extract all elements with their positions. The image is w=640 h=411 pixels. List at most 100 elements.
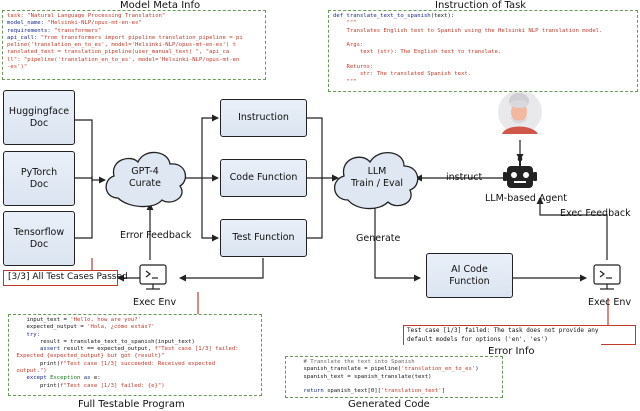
code-token: """ [333, 78, 357, 85]
code-token: "Helsinki-NLP/opus-mt-en-es" [47, 20, 142, 27]
code-token [290, 388, 303, 394]
code-line: api_call: "from transformers import pipe… [7, 35, 261, 42]
code-token: # Translate the text into Spanish [290, 359, 415, 365]
code-token: result == expected_output, [63, 346, 155, 353]
code-token: translate_text_to_spanish [346, 13, 431, 19]
code-token: ranslated_text = translation_pipeline(us… [7, 49, 230, 56]
error-line-2: default models for options ('en', 'es') [407, 335, 548, 343]
instruction-box: Instruction [220, 99, 307, 137]
code-line: Translates English text to Spanish using… [333, 28, 633, 35]
code-line: """ [333, 20, 633, 27]
code-line: input_text = 'Hello, how are you?' [13, 317, 257, 324]
instruction-of-task-title: Instruction of Task [435, 0, 527, 11]
code-token: spanish_text[0][ [327, 388, 381, 395]
code-line: Returns: [333, 64, 633, 71]
code-line: expected_output = 'Hola, ¿cómo estás?' [13, 324, 257, 331]
all-passed-text: [3/3] All Test Cases Passed [8, 272, 128, 282]
code-token: ] [441, 388, 445, 395]
code-line: task: "Natural Language Processing Trans… [7, 13, 261, 20]
code-token: as [83, 375, 94, 382]
code-token [13, 375, 26, 381]
code-token: ) [475, 366, 479, 373]
code-token: "transformers" [54, 27, 102, 34]
llm-cloud [334, 152, 419, 210]
code-token: f"Test case [1/3] failed: {e}") [60, 382, 165, 389]
code-token: 'translation_text' [380, 388, 442, 395]
curate-to-components-connector [182, 114, 219, 242]
error-info-text: Test case [1/3] failed: The task does no… [404, 326, 602, 345]
code-token: Args: [333, 42, 364, 49]
error-feedback-label: Error Feedback [120, 230, 192, 241]
code-line: str: The translated Spanish text. [333, 71, 633, 78]
code-function-box: Code Function [220, 159, 307, 197]
code-token: output.") [13, 368, 47, 375]
code-token: spanish_text = spanish_translate(text) [290, 373, 432, 380]
code-line: ll": "pipeline('translation_en_to_es', m… [7, 57, 261, 64]
code-line: text (str): The English text to translat… [333, 49, 633, 56]
code-token [13, 332, 26, 338]
robot-agent-icon [503, 156, 537, 188]
code-line: # Translate the text into Spanish [290, 359, 498, 366]
code-line: except Exception as e: [13, 375, 257, 382]
code-token: return [303, 388, 328, 395]
test-function-box: Test Function [220, 219, 307, 257]
pytorch-doc-box: PyTorch Doc [3, 151, 75, 206]
model-meta-code-block: task: "Natural Language Processing Trans… [2, 10, 266, 80]
code-token: model_name: [7, 20, 48, 27]
code-line: output.") [13, 368, 257, 375]
code-token: Returns: [333, 64, 374, 71]
code-line: """ [333, 79, 633, 86]
code-token: str: The translated Spanish text. [333, 71, 472, 78]
code-token: "from transformers import pipeline trans… [40, 34, 243, 41]
gpt4-cloud [105, 151, 187, 208]
exec-feedback-arrow [536, 197, 608, 260]
generated-code-title: Generated Code [348, 399, 430, 410]
test-to-exec-arrow [179, 258, 264, 282]
code-token: print( [13, 382, 61, 389]
tensorflow-doc-box: Tensorflow Doc [3, 211, 75, 266]
code-line: spanish_text = spanish_translate(text) [290, 374, 498, 381]
code-token: print( [13, 360, 61, 367]
code-token: api_call: [7, 34, 41, 41]
instruction-code-block: def translate_text_to_spanish(text): """… [328, 10, 638, 92]
huggingface-doc-box: Huggingface Doc [3, 90, 75, 145]
code-token: "Natural Language Processing Translation… [27, 13, 166, 19]
code-line: result = translate_text_to_spanish(input… [13, 339, 257, 346]
all-passed-box: [3/3] All Test Cases Passed [3, 270, 128, 286]
code-line: Expected {expected_output} but got {resu… [13, 353, 257, 360]
code-token: ll": "pipeline('translation_en_to_es', m… [7, 56, 240, 63]
code-token [13, 346, 40, 352]
person-illustration [498, 90, 542, 134]
exec-env-right-label: Exec Env [588, 297, 632, 308]
exec-env-left-label: Exec Env [133, 297, 177, 308]
code-token: text (str): The English text to translat… [333, 49, 502, 56]
exec-feedback-label: Exec Feedback [560, 208, 631, 219]
error-info-title: Error Info [488, 346, 535, 357]
instruct-label: instruct [446, 172, 483, 183]
code-line: Args: [333, 42, 633, 49]
code-token: input_text = [13, 317, 71, 323]
code-token: def [333, 13, 347, 19]
code-line: peline('translation_en_to_es', model='He… [7, 42, 261, 49]
code-token: e: [93, 375, 101, 382]
code-line: requirements: "transformers" [7, 28, 261, 35]
code-token: assert [39, 346, 64, 353]
code-line: spanish_translate = pipeline('translatio… [290, 366, 498, 373]
code-token: -es')" [7, 64, 28, 71]
code-token: spanish_translate = pipeline( [290, 366, 402, 373]
code-token: 'translation_en_to_es' [401, 366, 476, 373]
code-token: 'Hola, ¿cómo estás?' [87, 324, 155, 331]
code-line: assert result == expected_output, f"Test… [13, 346, 257, 353]
code-token: f"Test case [1/3] succeeded: Received ex… [60, 360, 216, 367]
generate-arrow [374, 198, 421, 282]
components-to-llm-connector [307, 117, 339, 239]
agent-label: LLM-based Agent [485, 193, 568, 204]
code-line: return spanish_text[0]['translation_text… [290, 388, 498, 395]
code-token: except [26, 375, 51, 382]
code-line: -es')" [7, 64, 261, 71]
code-line: model_name: "Helsinki-NLP/opus-mt-en-es" [7, 20, 261, 27]
code-line: print(f"Test case [1/3] failed: {e}") [13, 383, 257, 390]
code-token: expected_output = [13, 324, 88, 331]
